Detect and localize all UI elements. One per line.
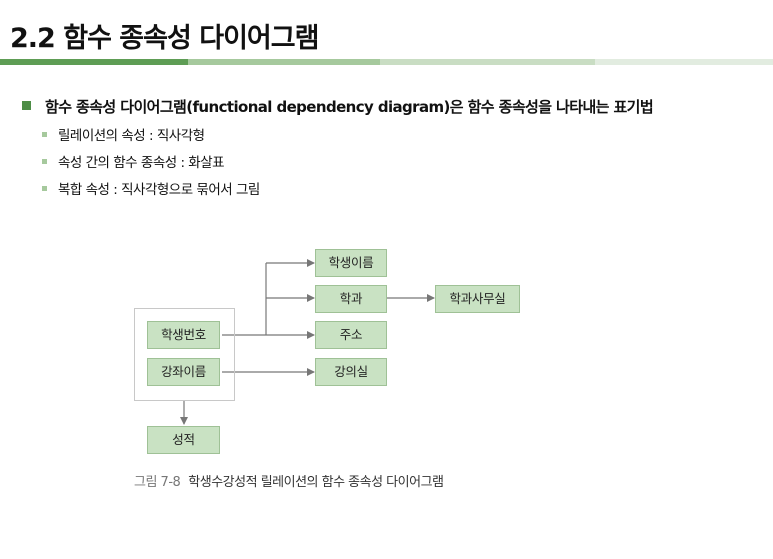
sub-bullet: 속성 간의 함수 종속성 : 화살표 xyxy=(42,151,225,171)
figure-caption: 그림 7-8 학생수강성적 릴레이션의 함수 종속성 다이어그램 xyxy=(134,471,444,490)
main-bullet: 함수 종속성 다이어그램(functional dependency diagr… xyxy=(22,96,654,117)
attribute-department: 학과 xyxy=(315,285,387,313)
figure-caption-text: 학생수강성적 릴레이션의 함수 종속성 다이어그램 xyxy=(188,475,444,490)
bullet-icon xyxy=(42,159,47,164)
attribute-student-name: 학생이름 xyxy=(315,249,387,277)
sub-bullet: 릴레이션의 속성 : 직사각형 xyxy=(42,124,205,144)
attribute-student-no: 학생번호 xyxy=(147,321,220,349)
main-bullet-text: 함수 종속성 다이어그램(functional dependency diagr… xyxy=(45,98,654,116)
sub-bullet-text: 복합 속성 : 직사각형으로 묶어서 그림 xyxy=(58,182,260,198)
attribute-course-name: 강좌이름 xyxy=(147,358,220,386)
composite-key-group xyxy=(134,308,235,401)
title-underline xyxy=(0,59,773,65)
sub-bullet: 복합 속성 : 직사각형으로 묶어서 그림 xyxy=(42,178,260,198)
figure-number: 그림 7-8 xyxy=(134,475,181,490)
attribute-dept-office: 학과사무실 xyxy=(435,285,520,313)
attribute-classroom: 강의실 xyxy=(315,358,387,386)
bullet-icon xyxy=(42,132,47,137)
attribute-address: 주소 xyxy=(315,321,387,349)
sub-bullet-text: 릴레이션의 속성 : 직사각형 xyxy=(58,128,205,144)
bullet-icon xyxy=(42,186,47,191)
sub-bullet-text: 속성 간의 함수 종속성 : 화살표 xyxy=(58,155,225,171)
page-title: 2.2 함수 종속성 다이어그램 xyxy=(10,23,319,54)
square-bullet-icon xyxy=(22,101,31,110)
attribute-grade: 성적 xyxy=(147,426,220,454)
